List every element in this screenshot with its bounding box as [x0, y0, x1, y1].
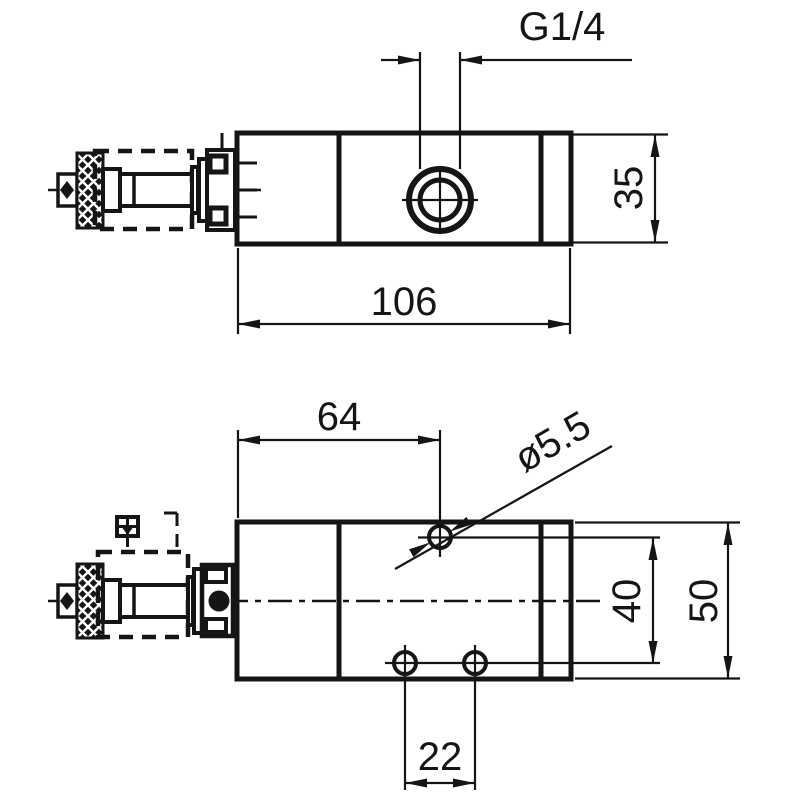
- g14-arrow-left: [398, 55, 420, 65]
- knob-end-diamond-2: [60, 592, 74, 610]
- dim22-arrow-right: [453, 778, 475, 788]
- actuator-stroke-envelope: [92, 148, 195, 232]
- label-50: 50: [682, 579, 726, 624]
- dim-g14: [381, 52, 632, 169]
- front-body-outline: [234, 130, 574, 247]
- knob-step-collar-2: [101, 578, 122, 624]
- dim106-arrow-left: [238, 319, 260, 329]
- label-40: 40: [605, 579, 649, 624]
- dim50-arrow-bottom: [723, 656, 733, 678]
- front-actuator: [56, 133, 257, 232]
- dim35-arrow-top: [650, 135, 660, 157]
- mount-hook-bottom: [207, 205, 229, 227]
- dim64-arrow-left: [238, 435, 260, 445]
- actuator-stroke-envelope-2: [95, 549, 191, 640]
- leader-arrow-lower: [409, 542, 431, 558]
- plan-actuator: [56, 511, 236, 640]
- label-35: 35: [607, 166, 651, 211]
- knob-step-collar: [101, 167, 122, 213]
- label-22: 22: [418, 735, 463, 779]
- knurled-knob: [75, 151, 105, 230]
- label-dia55: ø5.5: [507, 403, 598, 481]
- dim-22: [405, 778, 475, 788]
- dim-50: [575, 521, 740, 680]
- dim50-arrow-top: [723, 523, 733, 545]
- mount-detail-top: [204, 567, 228, 584]
- mount-hook-top: [207, 153, 229, 175]
- label-64: 64: [317, 395, 362, 439]
- leader-arrow-upper: [449, 516, 471, 532]
- plan-view: [48, 430, 740, 790]
- leader-line: [394, 445, 613, 570]
- port-g14: [402, 166, 478, 234]
- label-g14: G1/4: [519, 5, 606, 49]
- knob-end-diamond: [60, 181, 74, 199]
- dim-106: [236, 248, 572, 334]
- hidden-corner-mark: [164, 511, 179, 548]
- mount-detail-bottom: [204, 617, 228, 634]
- dim40-arrow-top: [648, 538, 658, 560]
- g14-arrow-right: [460, 55, 482, 65]
- dim40-arrow-bottom: [648, 641, 658, 663]
- actuator-shaft: [118, 172, 194, 208]
- label-106: 106: [371, 280, 438, 324]
- vent-symbol: [115, 515, 140, 547]
- dim106-arrow-right: [548, 319, 570, 329]
- vent-symbol-wedge: [122, 528, 133, 535]
- dim22-arrow-left: [405, 778, 427, 788]
- dim35-arrow-bottom: [650, 220, 660, 242]
- dim-40: [648, 538, 658, 663]
- mount-pin: [208, 590, 230, 612]
- front-body: [234, 130, 574, 247]
- leader-dia55: [394, 445, 613, 570]
- dim-35: [573, 133, 668, 244]
- dim64-arrow-right: [418, 435, 440, 445]
- mount-block: [205, 148, 237, 232]
- actuator-shaft-2: [118, 583, 194, 619]
- front-view: [48, 52, 668, 334]
- dim-64: [236, 430, 442, 557]
